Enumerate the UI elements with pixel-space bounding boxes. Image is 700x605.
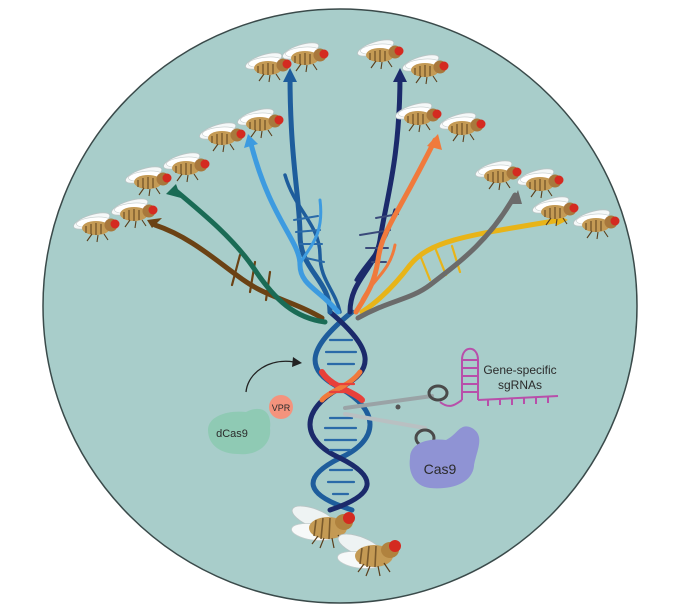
dna-helix-icon [147,68,568,513]
scissors-icon [343,384,449,448]
sgrna-label-line2: sgRNAs [498,378,542,392]
sgrna-icon [439,347,559,407]
sgrna-label-line1: Gene-specific [483,363,556,377]
vpr-domain [269,395,293,419]
vpr-label: VPR [272,403,291,413]
dcas9-protein-icon [208,408,271,455]
arrow-icon [245,357,302,393]
cas9-protein-icon [409,426,480,489]
dcas9-label: dCas9 [216,428,248,440]
cas9-label: Cas9 [424,461,457,477]
